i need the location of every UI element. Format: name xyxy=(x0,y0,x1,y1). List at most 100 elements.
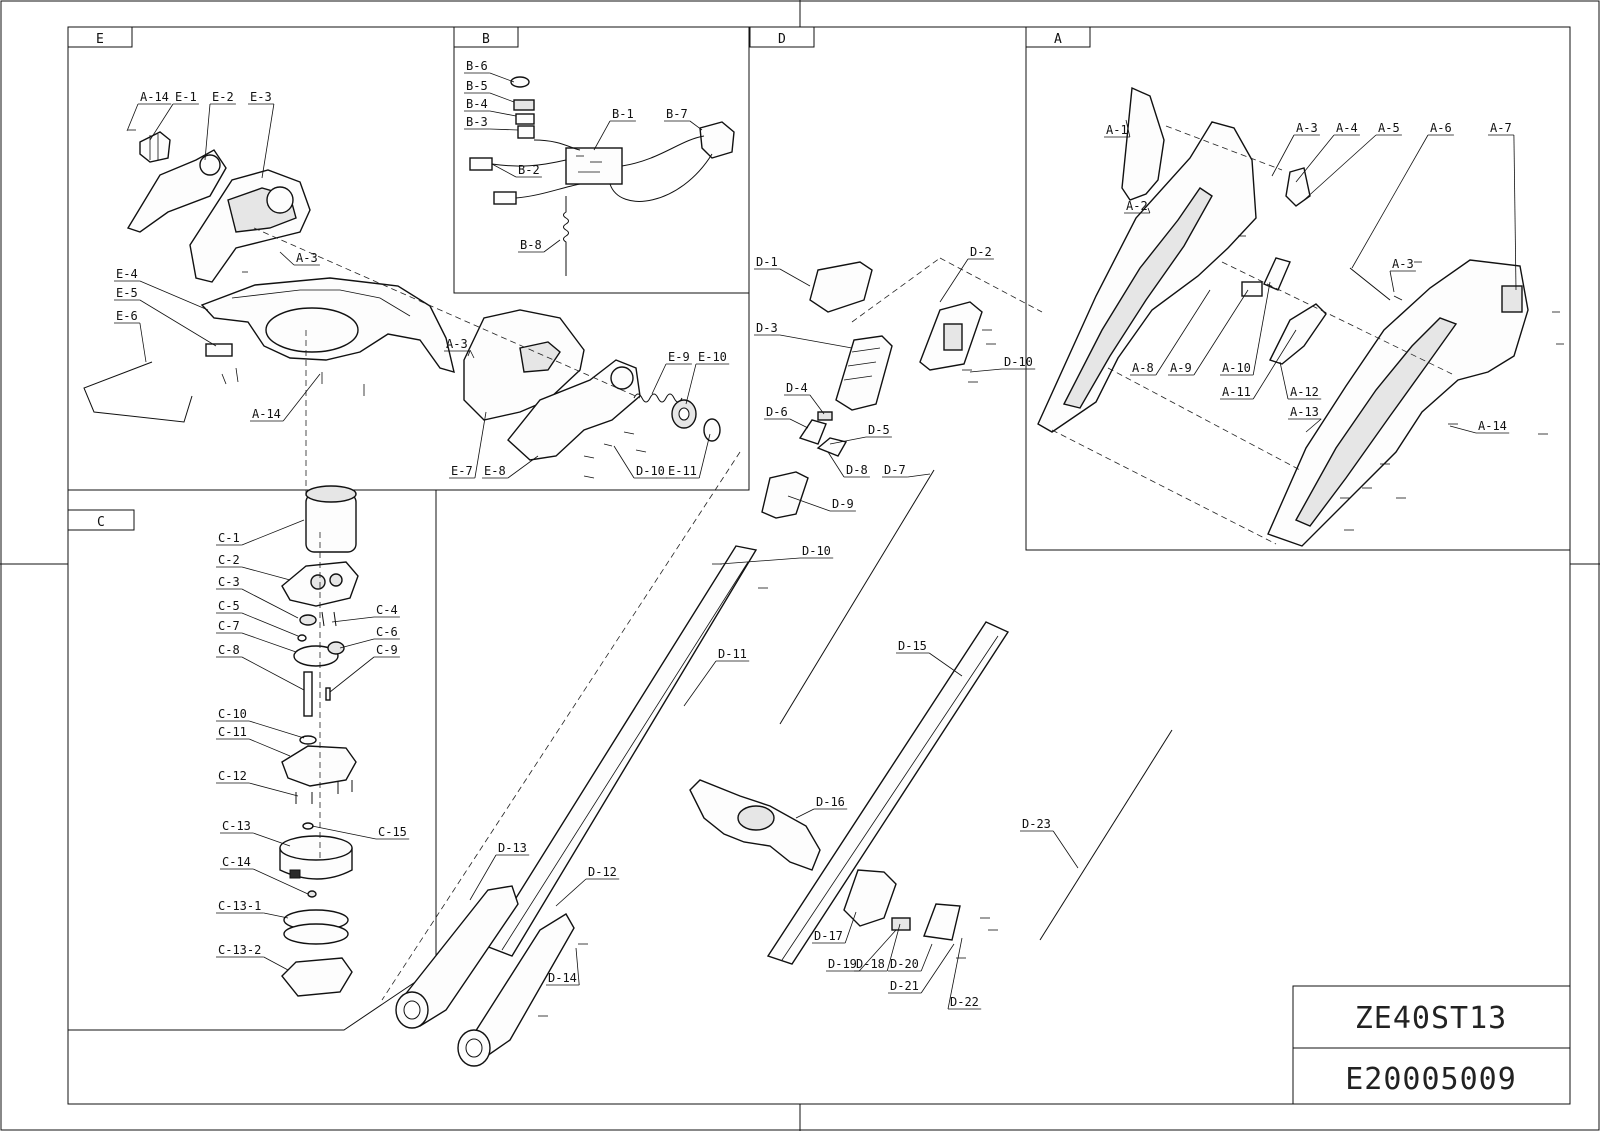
model-number: ZE40ST13 xyxy=(1355,1001,1508,1036)
callout-leader xyxy=(779,334,853,349)
callout-leader xyxy=(489,72,515,83)
callout-leader xyxy=(698,433,711,479)
part-a1-cover xyxy=(1121,86,1165,201)
callout-d-17: D-17 xyxy=(812,911,857,944)
part-c15 xyxy=(302,822,314,830)
part-d15-shaft xyxy=(766,621,1010,965)
callout-label: D-10 xyxy=(636,464,665,478)
callout-label: D-20 xyxy=(890,957,919,971)
callout-label: E-5 xyxy=(116,286,138,300)
part-d11-shaft xyxy=(484,545,758,957)
callout-d-4: D-4 xyxy=(784,381,825,415)
callout-b-2: B-2 xyxy=(491,163,542,178)
callout-b-5: B-5 xyxy=(464,79,515,103)
callout-a-4: A-4 xyxy=(1295,121,1360,183)
part-c8-shaft xyxy=(303,671,313,717)
callout-label: B-3 xyxy=(466,115,488,129)
callout-leader xyxy=(858,929,897,972)
callout-leader xyxy=(543,239,561,253)
callout-label: E-8 xyxy=(484,464,506,478)
callout-d-15: D-15 xyxy=(896,639,963,677)
callout-d-21: D-21 xyxy=(888,943,955,994)
part-c13-2-cap xyxy=(281,957,353,997)
callout-label: D-9 xyxy=(832,497,854,511)
callout-label: D-15 xyxy=(898,639,927,653)
callout-a-13: A-13 xyxy=(1288,405,1322,433)
callout-leader xyxy=(907,473,931,478)
callout-label: D-4 xyxy=(786,381,808,395)
callout-leader xyxy=(139,280,209,311)
callout-label: D-5 xyxy=(868,423,890,437)
callout-a-10: A-10 xyxy=(1220,281,1271,376)
callout-label: A-9 xyxy=(1170,361,1192,375)
callout-a-7: A-7 xyxy=(1488,121,1517,291)
part-e11-washer xyxy=(703,418,721,442)
callout-b-7: B-7 xyxy=(664,107,703,131)
callout-leader xyxy=(331,616,375,623)
callout-leader xyxy=(844,911,857,944)
callout-label: C-2 xyxy=(218,553,240,567)
callout-leader xyxy=(1271,134,1295,177)
callout-a-3: A-3 xyxy=(444,337,471,357)
part-d20 xyxy=(923,903,961,941)
callout-a-6: A-6 xyxy=(1351,121,1454,269)
callout-leader xyxy=(311,825,377,840)
callout-leader xyxy=(282,373,321,422)
callout-d-11: D-11 xyxy=(683,647,750,707)
callout-c-9: C-9 xyxy=(329,643,400,693)
callout-label: E-3 xyxy=(250,90,272,104)
callout-leader xyxy=(253,868,309,895)
callout-e-5: E-5 xyxy=(114,286,217,347)
part-e1-gear xyxy=(139,131,171,163)
part-d1-cover xyxy=(809,261,873,313)
callout-leader xyxy=(689,120,703,131)
callout-label: A-4 xyxy=(1336,121,1358,135)
callout-a-12: A-12 xyxy=(1279,361,1322,400)
part-b7-connector xyxy=(699,121,735,159)
callout-leader xyxy=(1389,270,1395,293)
callout-leader xyxy=(139,299,217,347)
callout-leader xyxy=(1252,329,1297,400)
callout-leader xyxy=(263,912,289,919)
callout-label: A-1 xyxy=(1106,123,1128,137)
callout-e-6: E-6 xyxy=(114,309,147,363)
callout-label: D-19 xyxy=(828,957,857,971)
part-b6 xyxy=(510,76,530,88)
callout-leader xyxy=(1147,207,1151,214)
callout-leader xyxy=(139,322,147,363)
callout-d-22: D-22 xyxy=(947,937,982,1010)
callout-label: D-16 xyxy=(816,795,845,809)
callout-leader xyxy=(474,411,487,479)
callout-label: E-2 xyxy=(212,90,234,104)
callout-label: D-10 xyxy=(802,544,831,558)
callout-label: A-14 xyxy=(140,90,169,104)
part-a10 xyxy=(1263,257,1291,291)
callout-label: D-8 xyxy=(846,463,868,477)
callout-leader xyxy=(683,660,717,707)
callout-label: C-1 xyxy=(218,531,240,545)
part-c3 xyxy=(299,614,317,626)
callout-label: A-14 xyxy=(252,407,281,421)
callout-c-15: C-15 xyxy=(311,825,410,840)
callout-label: C-13-1 xyxy=(218,899,261,913)
callout-c-5: C-5 xyxy=(216,599,299,637)
callout-leader xyxy=(263,956,289,971)
callout-label: A-3 xyxy=(1296,121,1318,135)
callout-a-14: A-14 xyxy=(126,90,172,132)
callout-leader xyxy=(593,120,611,151)
callout-leader xyxy=(1252,281,1271,376)
callout-leader xyxy=(809,394,825,415)
callout-label: E-1 xyxy=(175,90,197,104)
section-b-parts xyxy=(469,76,735,276)
callout-d-19: D-19 xyxy=(826,929,897,972)
callout-leader xyxy=(1303,134,1377,201)
part-e6-edge-guide xyxy=(83,361,193,423)
callout-leader xyxy=(507,455,539,479)
callout-leader xyxy=(329,656,375,693)
callout-leader xyxy=(789,418,809,429)
part-c1-motor xyxy=(305,493,357,553)
callout-leader xyxy=(491,163,517,178)
part-c7-gear xyxy=(327,641,345,655)
drawing-number: E20005009 xyxy=(1345,1062,1517,1097)
